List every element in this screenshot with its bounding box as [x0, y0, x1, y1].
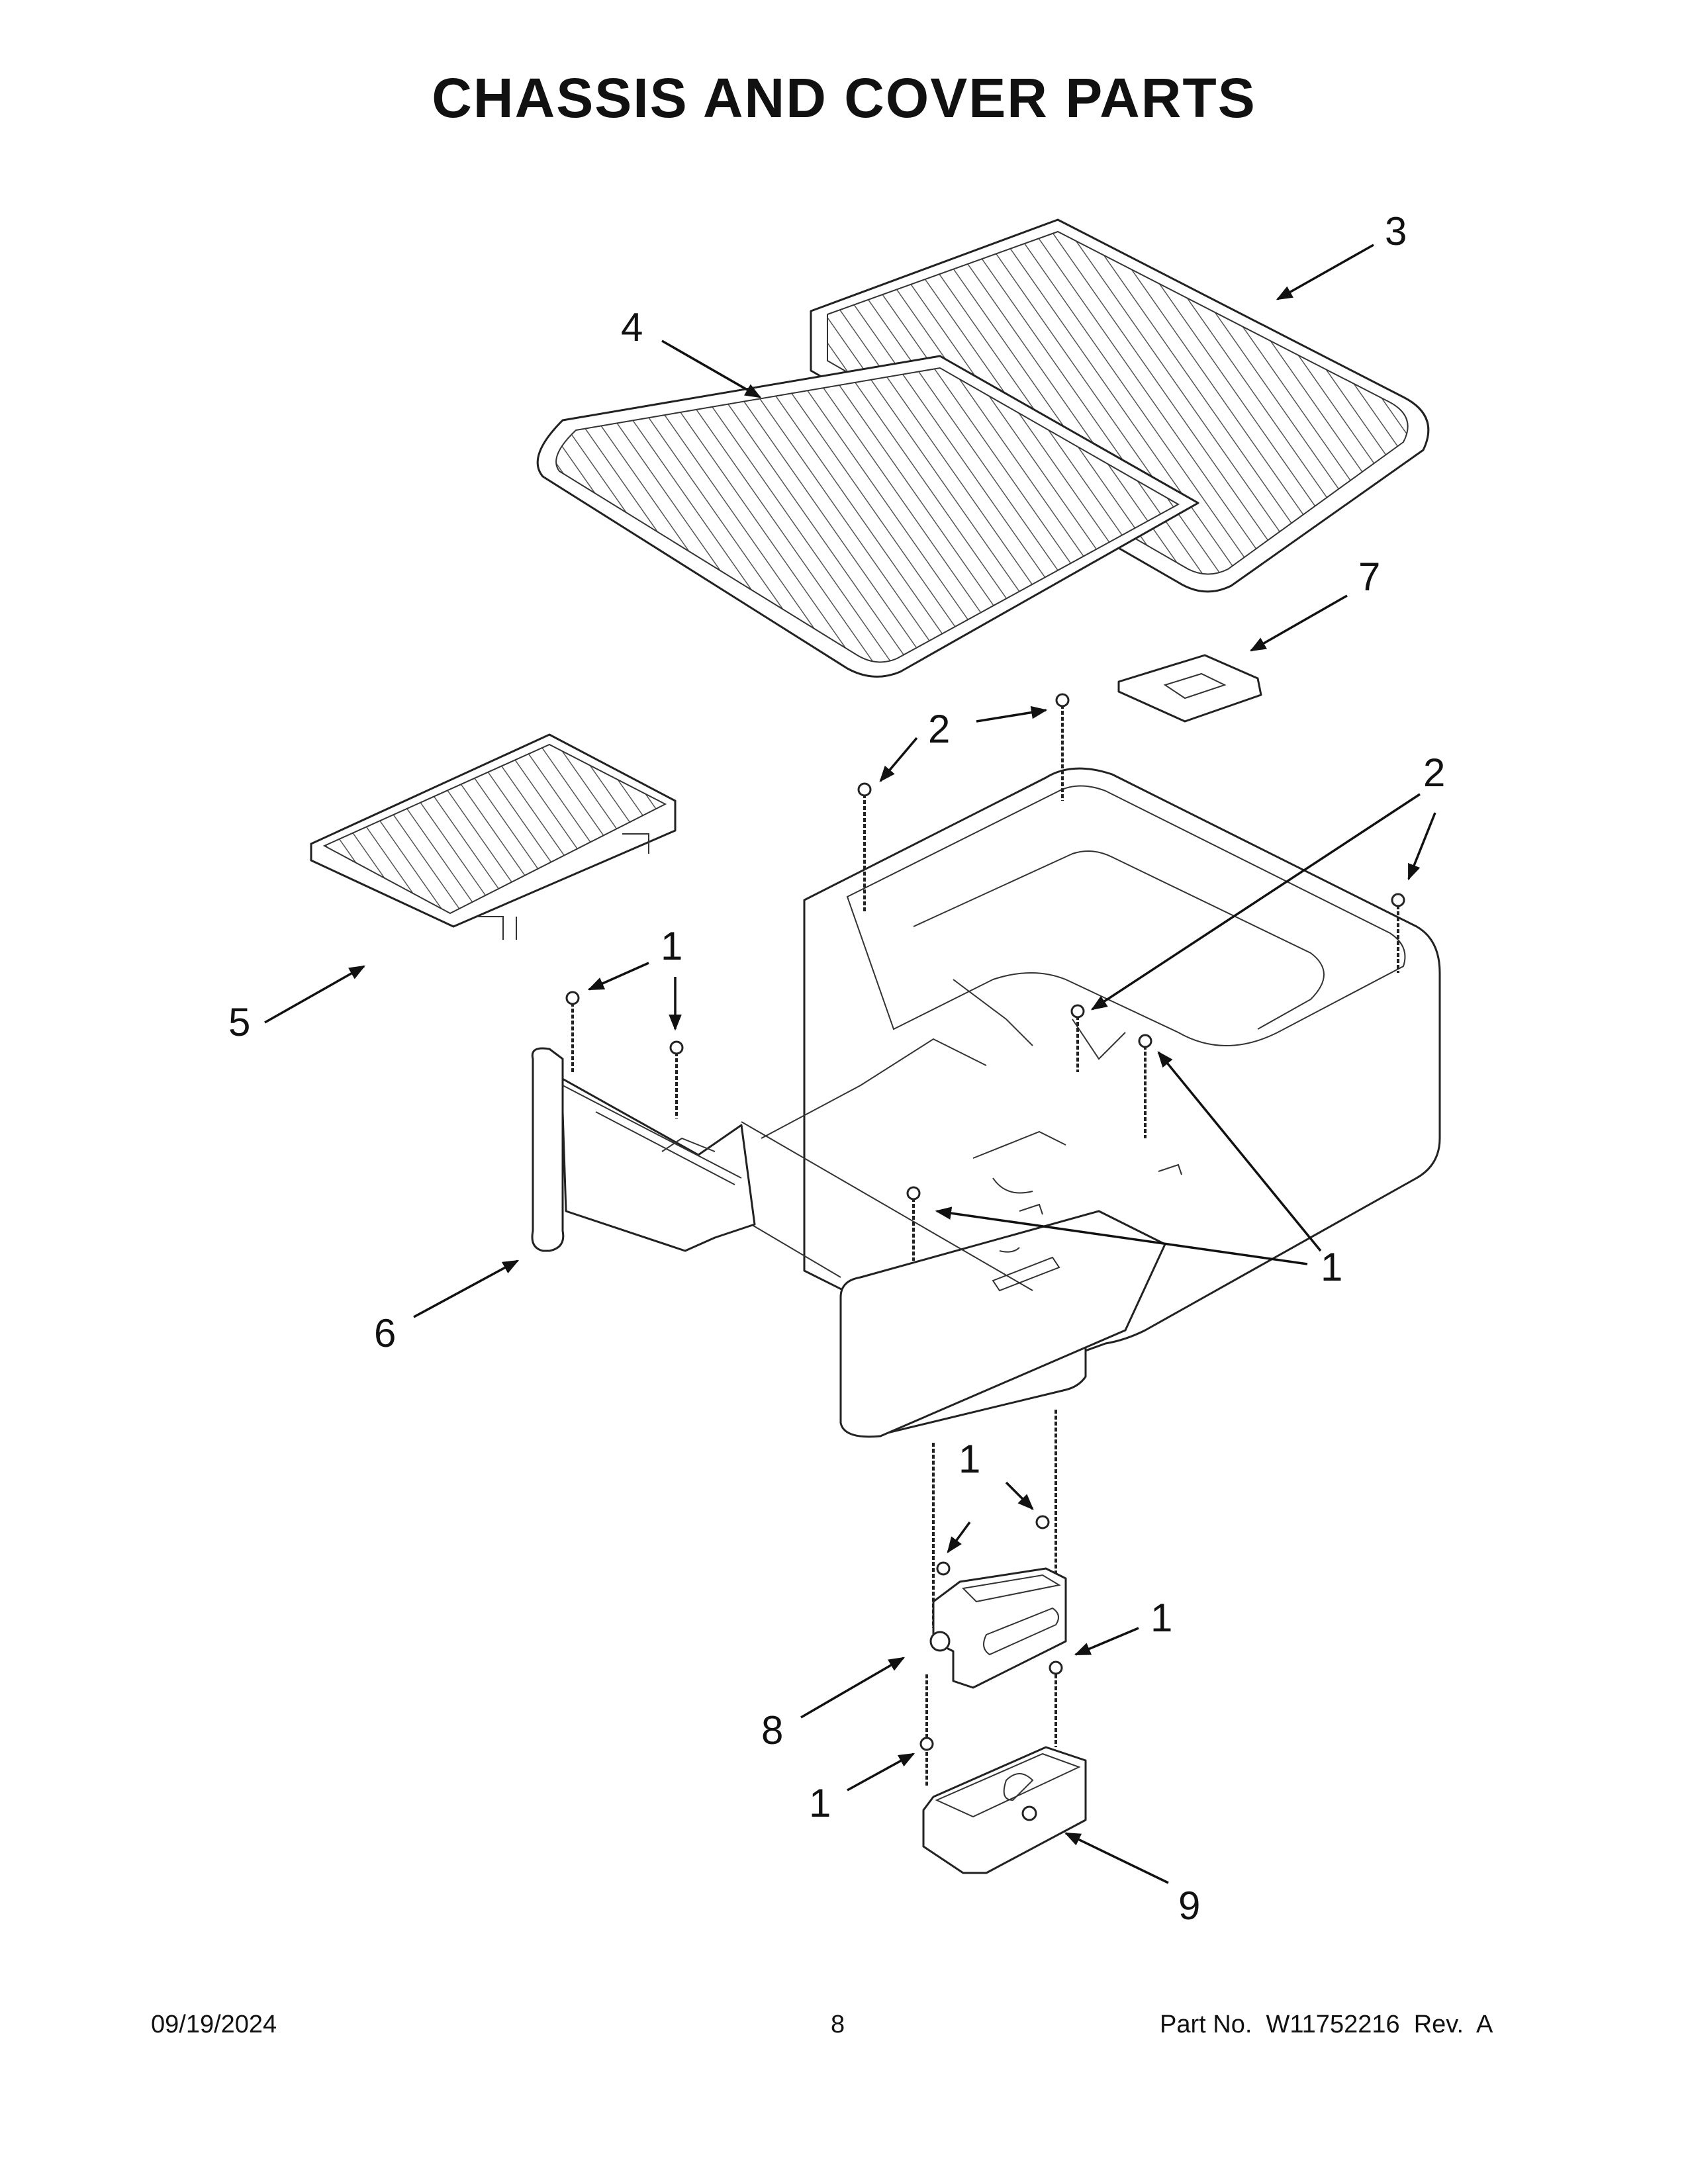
callout-8: 8 — [761, 1708, 783, 1752]
screw-2-left — [857, 782, 872, 913]
callout-3: 3 — [1385, 209, 1407, 253]
screw-1-b — [669, 1040, 684, 1118]
part-7-cap — [1117, 654, 1262, 723]
part-5-side-grate — [310, 733, 677, 940]
screw-1-h — [919, 1737, 934, 1751]
footer-date: 09/19/2024 — [151, 2011, 277, 2038]
part-8-switch-bracket — [929, 1567, 1067, 1689]
screw-1-d — [906, 1186, 921, 1261]
screw-2-inner — [1070, 1004, 1085, 1072]
screw-1-f — [1035, 1515, 1050, 1529]
screw-1-a — [565, 991, 580, 1072]
callout-6: 6 — [374, 1311, 396, 1355]
screw-1-e — [936, 1561, 951, 1576]
callout-9: 9 — [1178, 1884, 1200, 1928]
callout-2: 2 — [928, 707, 950, 751]
part-3-cover-grate — [810, 218, 1430, 593]
part-4-cover-grate — [536, 355, 1199, 678]
callout-arrows — [264, 244, 1436, 1884]
screw-2-center — [1055, 693, 1070, 801]
callout-1: 1 — [661, 924, 682, 968]
page-title: CHASSIS AND COVER PARTS — [432, 67, 1256, 129]
screw-1-c — [1138, 1034, 1152, 1138]
callout-1: 1 — [809, 1781, 831, 1825]
part-9-lower-bracket — [922, 1746, 1087, 1874]
footer-page-number: 8 — [831, 2011, 845, 2038]
screws — [565, 693, 1405, 1787]
screw-1-g — [1049, 1661, 1063, 1675]
callout-1: 1 — [1150, 1596, 1172, 1640]
callout-1: 1 — [959, 1437, 980, 1481]
callout-4: 4 — [621, 305, 643, 349]
callout-1: 1 — [1321, 1245, 1342, 1289]
part-6-side-panel — [531, 1038, 987, 1252]
callout-5: 5 — [228, 1000, 250, 1044]
footer-part-number: Part No. W11752216 Rev. A — [1160, 2011, 1493, 2038]
screw-2-right — [1391, 893, 1405, 973]
callout-labels: 3 4 7 2 2 5 1 1 6 1 1 8 1 9 — [228, 209, 1445, 1928]
callout-7: 7 — [1358, 555, 1380, 599]
chassis-body — [694, 767, 1441, 1438]
callout-2: 2 — [1423, 751, 1445, 795]
